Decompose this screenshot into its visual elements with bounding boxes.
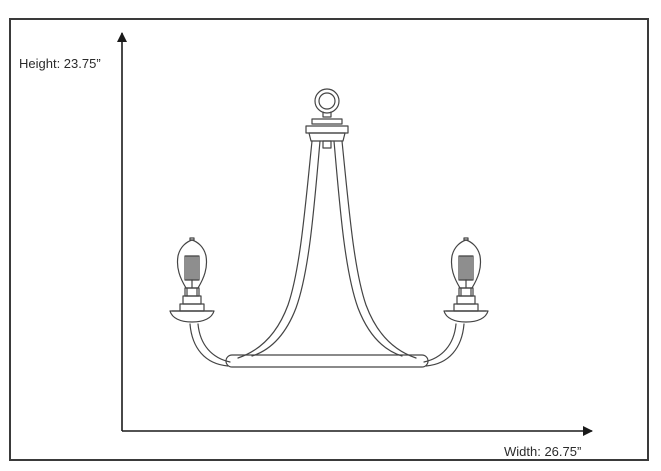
height-dimension-label: Height: 23.75” <box>19 56 101 71</box>
hanging-ring <box>314 88 340 118</box>
right-bulb-socket <box>443 287 489 323</box>
width-dimension-label: Width: 26.75” <box>504 444 582 459</box>
left-bulb-socket <box>169 287 215 323</box>
diagram-frame <box>9 18 649 461</box>
right-edison-bulb <box>450 237 482 289</box>
left-edison-bulb <box>176 237 208 289</box>
bottom-bar <box>225 354 429 368</box>
top-cap <box>305 118 349 149</box>
central-arms <box>237 140 417 359</box>
side-arms <box>189 323 465 367</box>
